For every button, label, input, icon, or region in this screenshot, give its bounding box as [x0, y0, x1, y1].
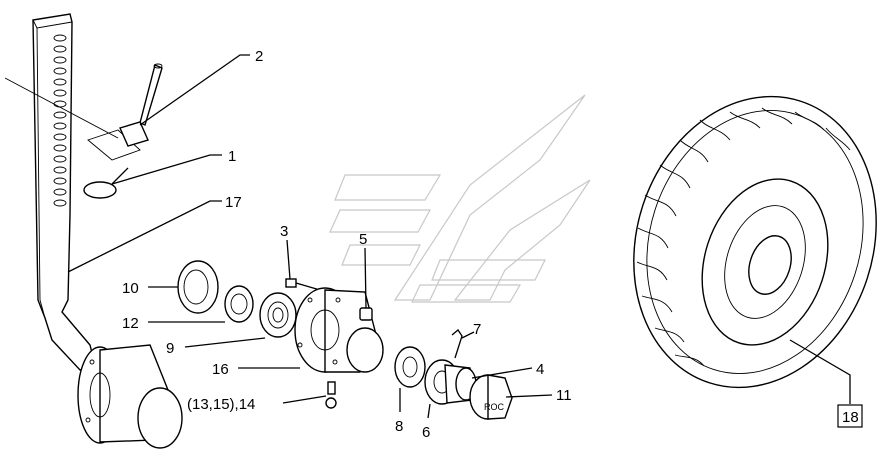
label-3: 3: [280, 223, 288, 240]
watermark-logo: [329, 94, 591, 303]
label-7: 7: [473, 321, 481, 338]
arm-holes: [53, 34, 67, 207]
label-13-15-14: (13,15),14: [187, 396, 255, 413]
label-2: 2: [255, 48, 263, 65]
label-4: 4: [536, 361, 544, 378]
label-8: 8: [395, 418, 403, 435]
cap-text: ROC: [484, 402, 505, 412]
ring-clip-part-1: [83, 167, 129, 199]
label-12: 12: [122, 315, 139, 332]
label-10: 10: [122, 280, 139, 297]
grease-nipple-part-14: [325, 381, 337, 409]
hub-cap-part-11: ROC: [469, 374, 513, 420]
nut-part-5: [359, 307, 373, 321]
pin-axis-line: [4, 77, 119, 139]
bearing-part-9: [259, 292, 297, 338]
washer-part-12: [224, 285, 254, 323]
label-16: 16: [212, 361, 229, 378]
castle-nut-part-4: [444, 364, 477, 404]
cotter-pin-part-7: [451, 329, 463, 359]
label-11: 11: [556, 387, 572, 404]
bearing-part-8: [394, 346, 426, 388]
tyre-part-18: [633, 95, 877, 389]
callout-labels: 2 1 17 3 5 10 12 9 7 16 4 (13,15),14 11 …: [122, 48, 863, 441]
pin-part-2: [119, 63, 163, 147]
leader-lines: [67, 54, 851, 419]
arm-part-17: [32, 13, 183, 449]
seal-part-10: [177, 260, 219, 314]
label-9: 9: [166, 340, 174, 357]
label-6: 6: [422, 424, 430, 441]
label-5: 5: [359, 231, 367, 248]
hub-part-16: [294, 287, 384, 373]
label-18: 18: [842, 409, 859, 426]
label-18-box: [837, 404, 863, 428]
bolt-part-3: [285, 278, 321, 291]
pin-axis-plane: [87, 129, 141, 161]
label-17: 17: [225, 194, 242, 211]
tyre-tread: [636, 107, 851, 367]
label-1: 1: [228, 148, 236, 165]
